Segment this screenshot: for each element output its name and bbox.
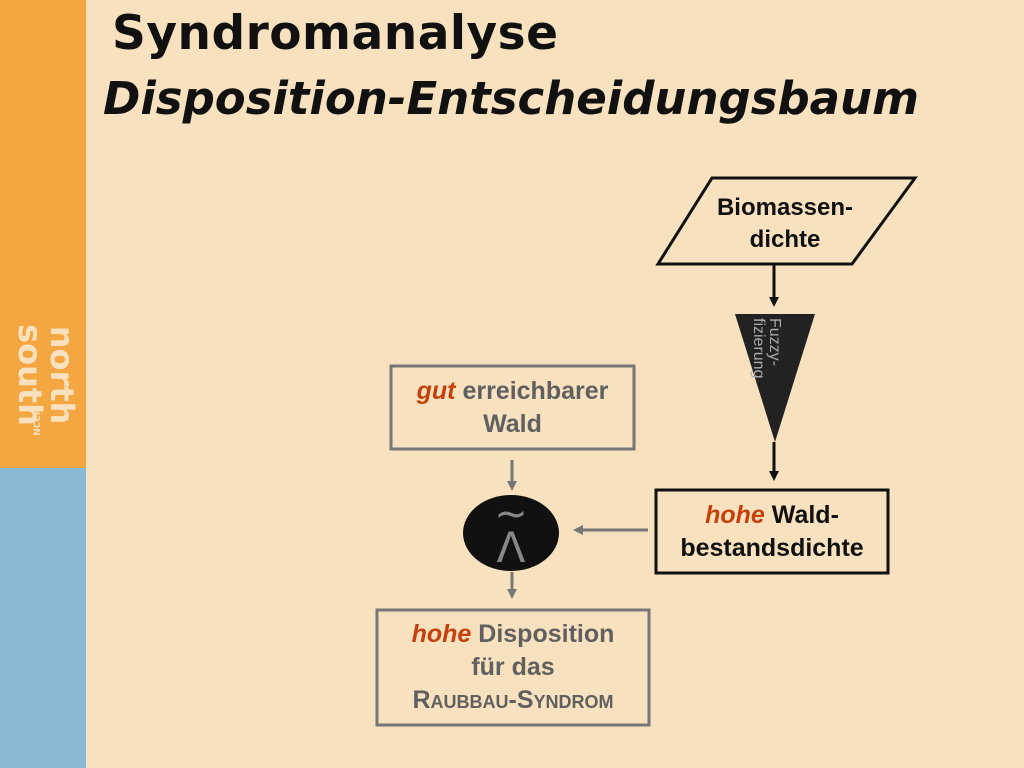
forest-access-rest: erreichbarer	[455, 377, 609, 405]
page-title: Syndromanalyse	[112, 6, 559, 61]
forest-density-label: hohe Wald- bestandsdichte	[656, 499, 888, 565]
logo-north-text: north	[43, 326, 81, 425]
logo-prefix-text: NCCR	[33, 408, 43, 436]
forest-density-line1: hohe Wald-	[656, 499, 888, 532]
forest-density-highlight: hohe	[705, 501, 765, 529]
sidebar-bar: north south NCCR	[0, 0, 86, 768]
result-line1: hohe Disposition	[377, 618, 649, 651]
fuzzification-funnel	[735, 314, 815, 442]
forest-density-box	[654, 488, 890, 575]
page-subtitle: Disposition-Entscheidungsbaum	[103, 72, 919, 125]
nccr-north-south-logo: north south NCCR	[11, 324, 81, 436]
result-line2: für das	[471, 653, 555, 681]
forest-access-highlight: gut	[416, 377, 456, 405]
result-highlight: hohe	[411, 620, 472, 648]
fuzzy-and-operator	[463, 495, 559, 571]
fuzzy-label-line2: fizierung	[750, 318, 767, 378]
forest-access-line2: Wald	[483, 410, 542, 438]
forest-access-label: gut erreichbarer Wald	[391, 375, 634, 441]
forest-access-box	[389, 364, 636, 451]
logo-south-text: south	[11, 324, 49, 426]
biomass-input-parallelogram	[655, 176, 918, 266]
biomass-label: Biomassen- dichte	[680, 192, 890, 256]
biomass-label-line2: dichte	[749, 226, 821, 253]
sidebar-orange-section	[0, 0, 86, 468]
forest-density-line2: bestandsdichte	[680, 534, 864, 562]
forest-access-line1: gut erreichbarer	[391, 375, 634, 408]
sidebar-blue-section	[0, 468, 86, 768]
operator-tilde: ~	[494, 491, 528, 537]
forest-density-rest: Wald-	[764, 501, 839, 529]
operator-symbol: Λ	[497, 523, 526, 572]
biomass-label-line1: Biomassen-	[716, 194, 854, 221]
result-disposition-box	[375, 608, 651, 727]
result-label: hohe Disposition für das Raubbau-Syndrom	[377, 618, 649, 717]
result-line3: Raubbau-Syndrom	[412, 686, 614, 714]
result-rest: Disposition	[471, 620, 615, 648]
fuzzy-label-line1: Fuzzy-	[766, 318, 783, 366]
